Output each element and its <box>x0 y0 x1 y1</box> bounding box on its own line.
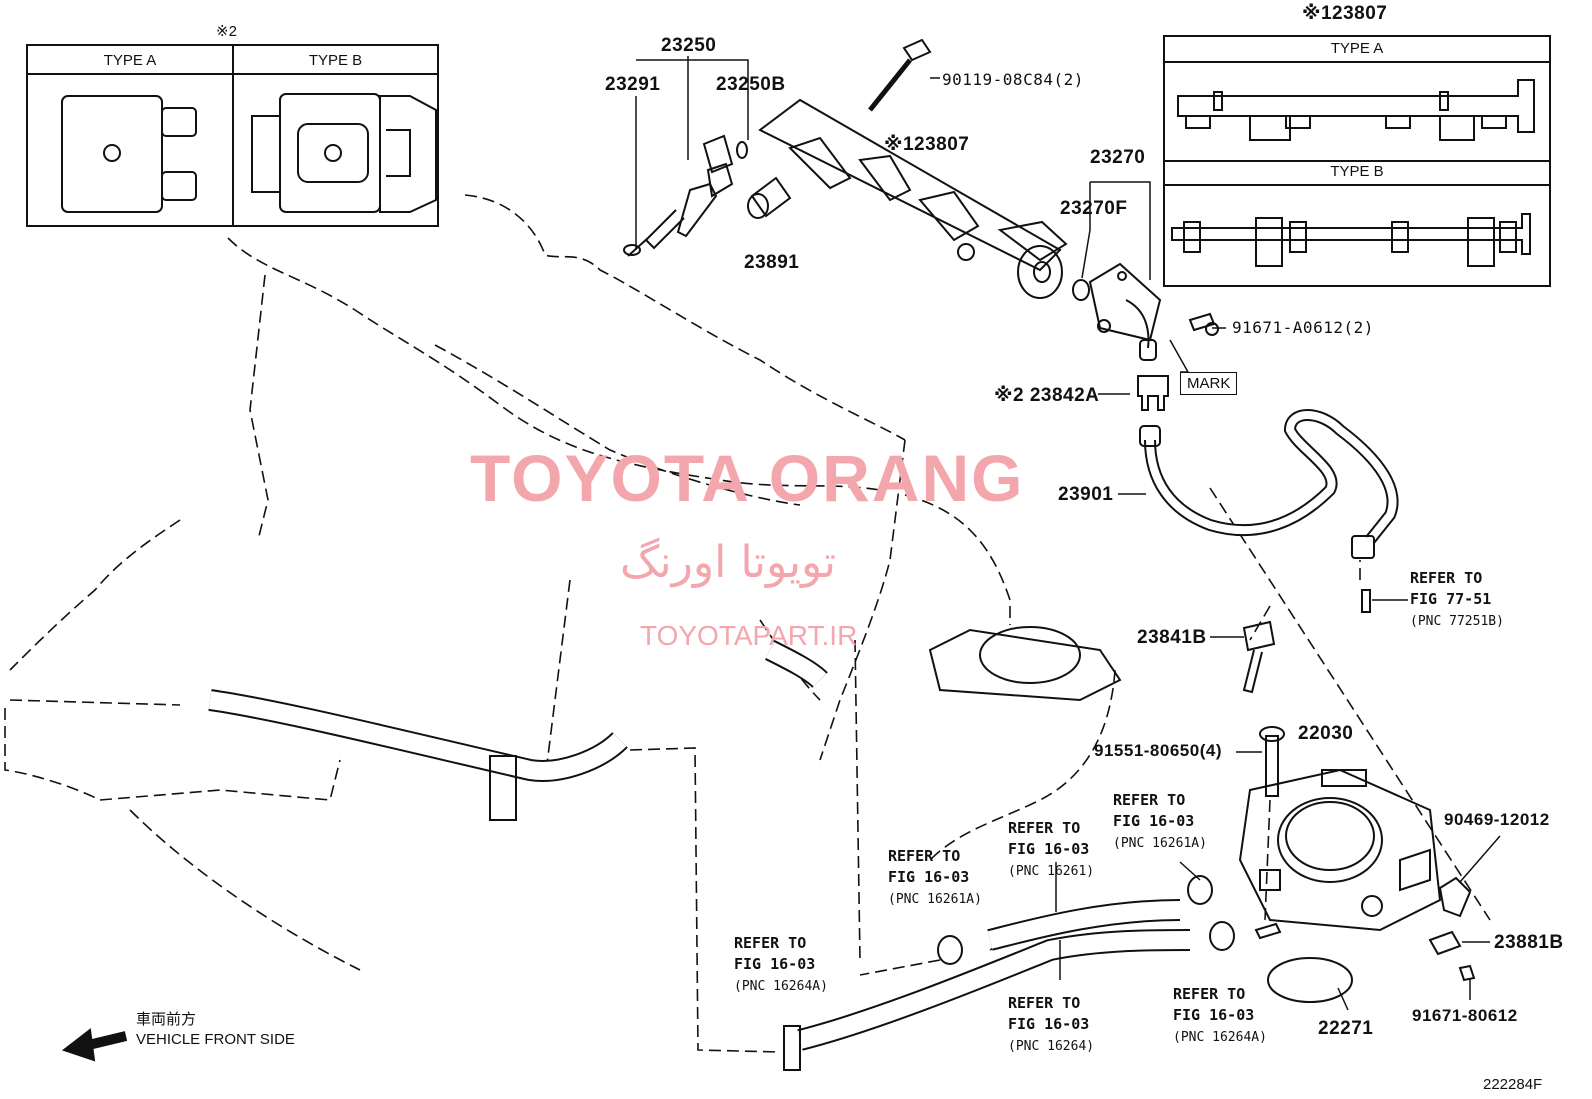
part-label-23270F[interactable]: 23270F <box>1060 198 1128 219</box>
part-label-23291[interactable]: 23291 <box>605 74 661 95</box>
inset-right-type-b: TYPE B <box>1330 163 1384 180</box>
fuel-pipe-23270 <box>1088 262 1162 361</box>
gasket-22271 <box>1267 957 1353 1003</box>
bolt-91671-A0612 <box>1188 312 1216 332</box>
fuel-rail-23807 <box>758 98 1068 299</box>
front-label-en: VEHICLE FRONT SIDE <box>136 1031 295 1048</box>
oring-23270F <box>1072 279 1090 301</box>
front-label-jp: 車両前方 <box>136 1011 197 1028</box>
part-label-23842A[interactable]: ※2 23842A <box>994 385 1100 406</box>
watermark-fa: تویوتا اورنگ <box>620 537 836 588</box>
bolt-90119 <box>902 38 932 62</box>
hose-23901 <box>1144 409 1399 544</box>
clip-23842A <box>1137 375 1169 411</box>
part-label-91671-A0612[interactable]: 91671-A0612(2) <box>1232 318 1374 337</box>
clamp-16261A-mid <box>937 935 963 965</box>
intake-flange <box>928 628 1122 702</box>
inset-left-type-b: TYPE B <box>308 52 363 69</box>
mark-label: MARK <box>1180 372 1238 395</box>
inset-left-mark: ※2 <box>216 23 237 40</box>
part-label-22030[interactable]: 22030 <box>1298 723 1354 744</box>
clamp-16261A-top <box>1187 875 1213 905</box>
inset-right-type-a: TYPE A <box>1330 40 1384 57</box>
figure-id: 222284F <box>1483 1076 1543 1093</box>
part-23891 <box>750 176 792 218</box>
inset-left-type-a: TYPE A <box>103 52 157 69</box>
hose-left-clamp <box>489 755 517 821</box>
part-label-23250B[interactable]: 23250B <box>716 74 786 95</box>
rail-type-b <box>1171 213 1531 255</box>
part-label-91551[interactable]: 91551-80650(4) <box>1094 741 1222 760</box>
watermark-en: TOYOTA ORANG <box>470 441 1025 515</box>
clip-type-a <box>61 95 163 213</box>
clamp-16264A-right <box>1209 921 1235 951</box>
clip-type-b <box>279 93 381 213</box>
part-label-23841B[interactable]: 23841B <box>1137 627 1207 648</box>
part-label-23891[interactable]: 23891 <box>744 252 800 273</box>
rail-type-a <box>1177 79 1535 133</box>
part-label-23250[interactable]: 23250 <box>661 35 717 56</box>
engine-outline <box>4 194 1491 1053</box>
bolt-91551 <box>1265 735 1279 797</box>
part-label-23881B[interactable]: 23881B <box>1494 932 1564 953</box>
clamp-23841B <box>1242 620 1276 694</box>
part-label-23807-inset[interactable]: ※123807 <box>1302 3 1388 24</box>
part-label-23807[interactable]: ※123807 <box>884 134 970 155</box>
clamp-23881B <box>1428 930 1462 956</box>
clip-90469 <box>1438 876 1472 918</box>
part-label-22271[interactable]: 22271 <box>1318 1018 1374 1039</box>
bolt-91671-80612 <box>1458 964 1476 982</box>
throttle-body-22030 <box>1238 768 1442 932</box>
leader-lines <box>635 56 1501 1011</box>
injector-23250 <box>623 134 748 257</box>
part-label-90119[interactable]: 90119-08C84(2) <box>942 70 1084 89</box>
part-label-23270[interactable]: 23270 <box>1090 147 1146 168</box>
part-label-90469[interactable]: 90469-12012 <box>1444 810 1550 829</box>
part-label-23901[interactable]: 23901 <box>1058 484 1114 505</box>
part-label-91671-80612[interactable]: 91671-80612 <box>1412 1006 1518 1025</box>
watermark-url: TOYOTAPART.IR <box>640 620 858 651</box>
